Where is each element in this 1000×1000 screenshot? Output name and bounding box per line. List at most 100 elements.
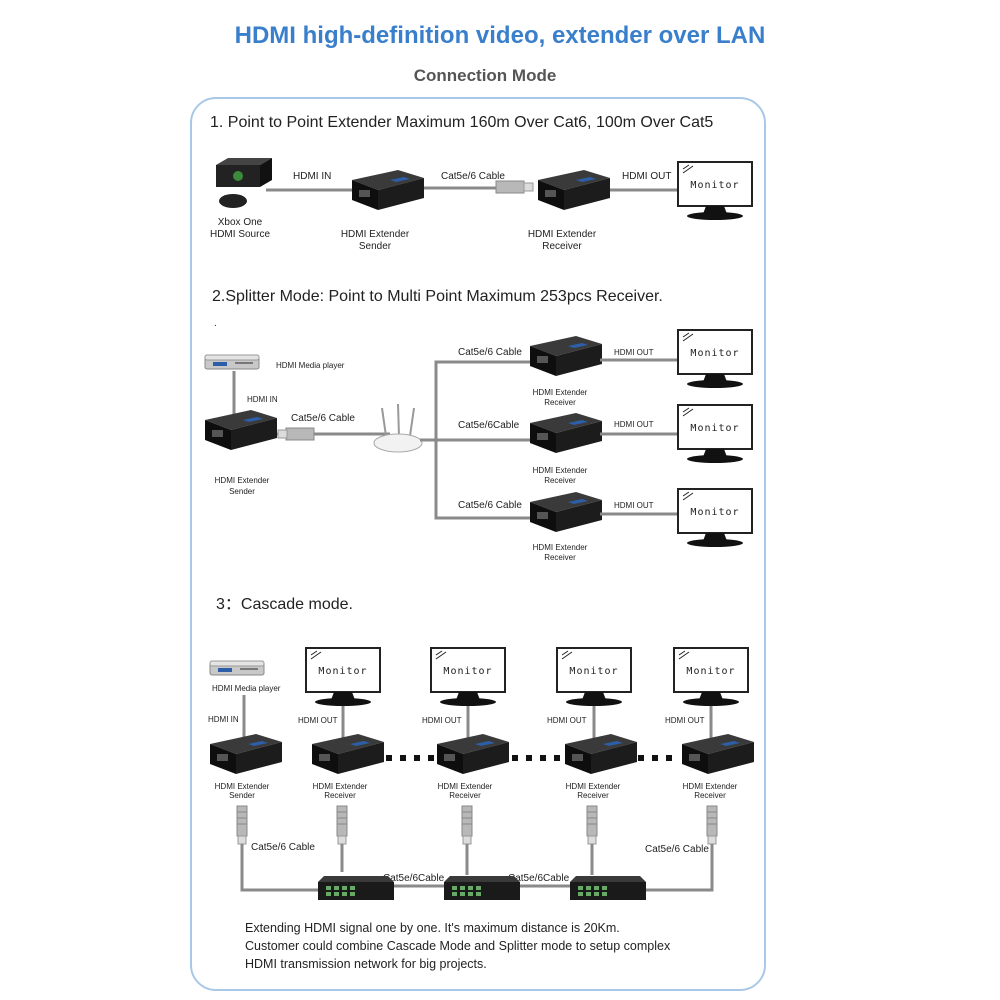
receiver-label-line1: HDMI Extender <box>533 388 588 397</box>
hdmi-out-label: HDMI OUT <box>622 171 671 182</box>
splitter-branch-2: Cat5e/6Cable HDMI Extender Receiver HDMI… <box>458 404 753 485</box>
receiver-label-line2: Receiver <box>542 241 582 252</box>
monitor-label: Monitor <box>690 423 739 434</box>
note-line1: Extending HDMI signal one by one. It's m… <box>245 921 620 935</box>
page-subtitle: Connection Mode <box>413 66 557 85</box>
splitter-branch-3: Cat5e/6 Cable HDMI Extender Receiver HDM… <box>458 488 753 562</box>
hdmi-in-label: HDMI IN <box>208 715 239 724</box>
rj45-plug-icon <box>277 427 315 441</box>
media-player-icon <box>209 660 265 676</box>
monitor-icon <box>677 329 753 389</box>
branch-cable-label: Cat5e/6 Cable <box>458 500 522 511</box>
receiver-label-line2: Receiver <box>324 791 356 800</box>
sender-label-line1: HDMI Extender <box>341 229 410 240</box>
router-icon <box>373 403 423 453</box>
source-label-line2: HDMI Source <box>210 229 270 240</box>
receiver-label-line1: HDMI Extender <box>566 782 621 791</box>
cascade-receiver-1: Monitor HDMI OUT HDMI Extender Receiver <box>298 647 384 800</box>
monitor-label: Monitor <box>569 666 618 677</box>
hdmi-out-label: HDMI OUT <box>614 501 654 510</box>
media-player-label: HDMI Media player <box>276 361 345 370</box>
media-player-label: HDMI Media player <box>212 684 281 693</box>
receiver-label-line2: Receiver <box>577 791 609 800</box>
receiver-label-line2: Receiver <box>544 553 576 562</box>
sender-label-line2: Sender <box>229 487 255 496</box>
lan-cable-label-mid2: Cat5e/6Cable <box>508 873 570 884</box>
diagram-panel <box>190 97 766 991</box>
mode1-heading: 1. Point to Point Extender Maximum 160m … <box>210 114 713 131</box>
receiver-device <box>312 734 384 774</box>
receiver-label-line1: HDMI Extender <box>313 782 368 791</box>
hdmi-out-label: HDMI OUT <box>547 716 587 725</box>
receiver-label-line2: Receiver <box>544 398 576 407</box>
monitor-label: Monitor <box>686 666 735 677</box>
branch-cable-label: Cat5e/6 Cable <box>458 347 522 358</box>
lan-cable-label-right: Cat5e/6 Cable <box>645 844 709 855</box>
source-label-line1: Xbox One <box>218 217 263 228</box>
cascade-receiver-2: Monitor HDMI OUT HDMI Extender Receiver <box>422 647 509 800</box>
monitor-icon <box>677 488 753 548</box>
receiver-device <box>530 413 602 453</box>
receiver-label-line1: HDMI Extender <box>533 466 588 475</box>
cascade-receiver-4: Monitor HDMI OUT HDMI Extender Receiver <box>665 647 754 800</box>
page-title: HDMI high-definition video, extender ove… <box>234 22 766 49</box>
hdmi-out-label: HDMI OUT <box>665 716 705 725</box>
hdmi-in-label: HDMI IN <box>293 171 331 182</box>
receiver-device <box>538 170 610 210</box>
receiver-device <box>682 734 754 774</box>
hdmi-out-label: HDMI OUT <box>422 716 462 725</box>
monitor-icon <box>556 647 632 707</box>
sender-label-line2: Sender <box>359 241 392 252</box>
xbox-console-icon <box>216 158 272 208</box>
hdmi-out-label: HDMI OUT <box>614 348 654 357</box>
splitter-branch-1: Cat5e/6 Cable HDMI Extender Receiver HDM… <box>458 329 753 407</box>
receiver-label-line2: Receiver <box>449 791 481 800</box>
monitor-icon <box>305 647 381 707</box>
chain-dots <box>386 755 672 761</box>
receiver-label-line2: Receiver <box>544 476 576 485</box>
receiver-label-line1: HDMI Extender <box>438 782 493 791</box>
media-player-icon <box>204 354 260 370</box>
monitor-label: Monitor <box>443 666 492 677</box>
lan-cable-label: Cat5e/6 Cable <box>291 413 355 424</box>
note-line3: HDMI transmission network for big projec… <box>245 957 487 971</box>
cascade-receiver-3: Monitor HDMI OUT HDMI Extender Receiver <box>547 647 637 800</box>
lan-cable-label-left: Cat5e/6 Cable <box>251 842 315 853</box>
monitor-label: Monitor <box>690 180 739 191</box>
receiver-label-line1: HDMI Extender <box>533 543 588 552</box>
hdmi-out-label: HDMI OUT <box>614 420 654 429</box>
hdmi-in-label: HDMI IN <box>247 395 278 404</box>
lan-drop-cables <box>236 805 718 892</box>
sender-label-line2: Sender <box>229 791 255 800</box>
monitor-icon <box>677 161 753 221</box>
receiver-device <box>437 734 509 774</box>
sender-label-line1: HDMI Extender <box>215 476 270 485</box>
note-line2: Customer could combine Cascade Mode and … <box>245 939 671 953</box>
lan-cable-label-mid1: Cat5e/6Cable <box>383 873 445 884</box>
monitor-icon <box>677 404 753 464</box>
network-switch-icon <box>318 876 394 900</box>
rj45-plug-icon <box>495 180 534 194</box>
sender-device <box>352 170 424 210</box>
hdmi-out-label: HDMI OUT <box>298 716 338 725</box>
monitor-icon <box>430 647 506 707</box>
receiver-device <box>530 336 602 376</box>
sender-label-line1: HDMI Extender <box>215 782 270 791</box>
monitor-icon <box>673 647 749 707</box>
monitor-label: Monitor <box>690 348 739 359</box>
mode2-dot: . <box>214 318 217 329</box>
monitor-label: Monitor <box>690 507 739 518</box>
receiver-label-line1: HDMI Extender <box>683 782 738 791</box>
lan-cable-label: Cat5e/6 Cable <box>441 171 505 182</box>
receiver-label-line2: Receiver <box>694 791 726 800</box>
receiver-device <box>565 734 637 774</box>
receiver-device <box>530 492 602 532</box>
splitter-branch-cables <box>420 360 534 520</box>
network-switch-icon <box>444 876 520 900</box>
mode2-heading: 2.Splitter Mode: Point to Multi Point Ma… <box>212 288 663 305</box>
monitor-label: Monitor <box>318 666 367 677</box>
branch-cable-label: Cat5e/6Cable <box>458 420 520 431</box>
sender-device <box>205 410 277 450</box>
